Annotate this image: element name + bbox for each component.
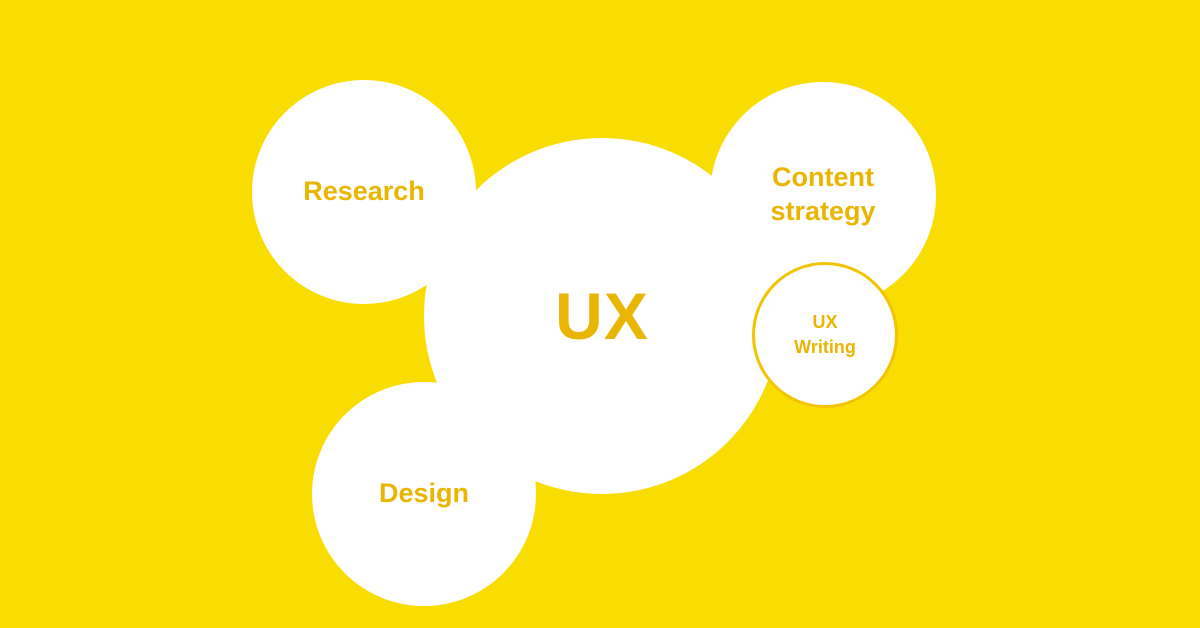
ux-writing-label: UX Writing <box>794 311 856 357</box>
research-bubble: Research <box>252 80 476 304</box>
design-label: Design <box>378 478 470 509</box>
research-label: Research <box>303 176 425 207</box>
content-strategy-label: Content strategy <box>770 162 876 226</box>
design-bubble: Design <box>312 382 536 606</box>
ux-writing-bubble: UX Writing <box>752 262 898 408</box>
ux-center-label: UX <box>555 278 649 353</box>
